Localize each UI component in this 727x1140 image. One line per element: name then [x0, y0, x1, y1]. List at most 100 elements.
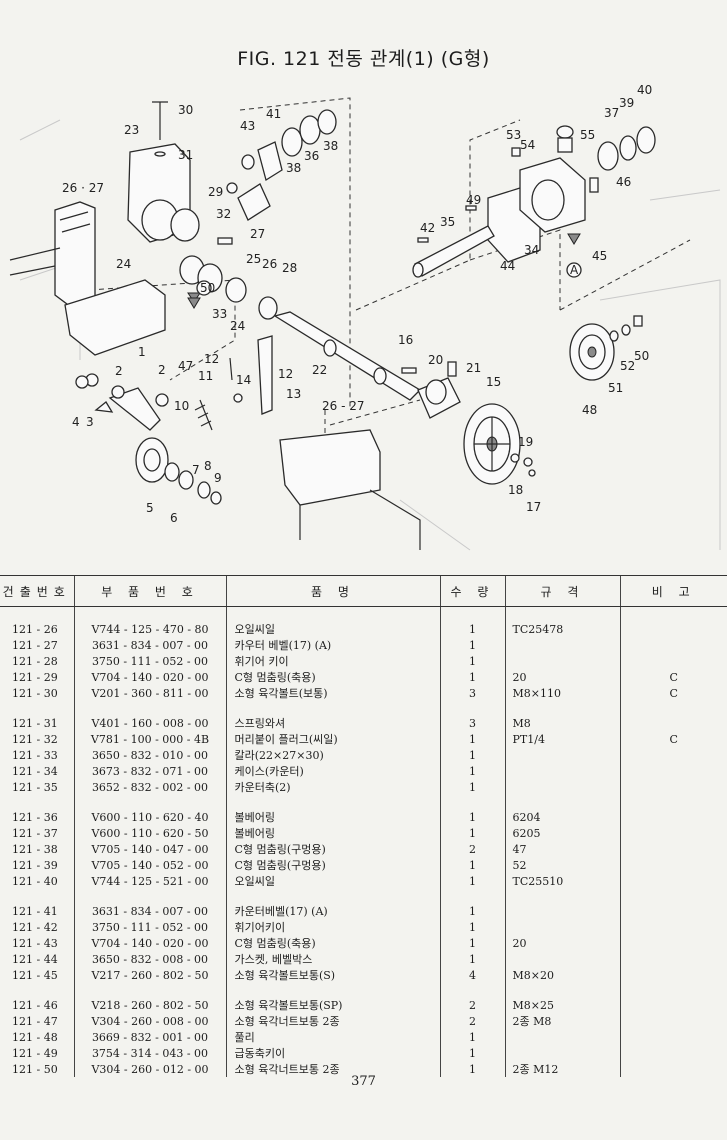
spec-cell: [504, 903, 620, 919]
callout-8: 8: [204, 459, 212, 473]
spec-cell: 2종 M8: [504, 1013, 620, 1029]
callout-47: 47: [178, 359, 193, 373]
left-bracket-26-27: [9, 201, 166, 356]
callout-35: 35: [440, 215, 455, 229]
spacer-cell: [73, 606, 226, 621]
spacer-cell: [0, 983, 74, 997]
spacer-cell: [439, 701, 505, 715]
part-name-cell: C형 멈춤링(구멍용): [225, 857, 440, 873]
spec-cell: M8: [504, 715, 620, 731]
callout-28: 28: [282, 261, 297, 275]
callout-38a: 38: [323, 139, 338, 153]
item-no-cell: 121 - 36: [12, 810, 58, 824]
quantity-cell: 1: [439, 919, 505, 935]
spacer-cell: [73, 795, 226, 809]
item-no-cell: 121 - 47: [12, 1014, 58, 1028]
callout-21: 21: [466, 361, 481, 375]
quantity-cell: 1: [439, 873, 505, 889]
group-spacer-row: [0, 983, 727, 997]
bevel-gears-41-43: [226, 109, 337, 221]
callout-55: 55: [580, 128, 595, 142]
lower-frame-26-27: [279, 429, 421, 550]
remarks-cell: C: [619, 685, 727, 701]
spacer-cell: [504, 889, 620, 903]
spacer-cell: [439, 983, 505, 997]
quantity-cell: 1: [439, 731, 505, 747]
part-name-cell: 소형 육각볼트(보통): [225, 685, 440, 701]
spec-cell: M8×25: [504, 997, 620, 1013]
callout-32: 32: [216, 207, 231, 221]
part-no-cell: V781 - 100 - 000 - 4B: [73, 731, 226, 747]
pulley-48: [569, 315, 643, 381]
callout-19: 19: [518, 435, 533, 449]
spacer-cell: [619, 701, 727, 715]
part-no-cell: V304 - 260 - 012 - 00: [73, 1061, 226, 1077]
header-item-no: 건출번호: [0, 575, 74, 607]
callout-13: 13: [286, 387, 301, 401]
part-name-cell: 카우터 베벨(17) (A): [225, 637, 440, 653]
part-name-cell: 휘기어 키이: [225, 653, 440, 669]
spacer-cell: [225, 606, 440, 621]
part-no-cell: 3750 - 111 - 052 - 00: [73, 653, 226, 669]
quantity-cell: 1: [439, 653, 505, 669]
item-no-cell: 121 - 27: [12, 638, 58, 652]
callout-10: 10: [174, 399, 189, 413]
part-no-cell: V304 - 260 - 008 - 00: [73, 1013, 226, 1029]
view-marker-a-left: 50: [187, 280, 215, 309]
part-name-cell: 풀리: [225, 1029, 440, 1045]
spacer-cell: [225, 701, 440, 715]
item-no-cell: 121 - 32: [12, 732, 58, 746]
group-spacer-row: [0, 889, 727, 903]
item-no-cell: 121 - 29: [12, 670, 58, 684]
counter-case-34: [487, 125, 599, 263]
quantity-cell: 1: [439, 809, 505, 825]
group-spacer-row: [0, 701, 727, 715]
part-no-cell: V744 - 125 - 470 - 80: [73, 621, 226, 637]
part-no-cell: V600 - 110 - 620 - 40: [73, 809, 226, 825]
callout-30: 30: [178, 103, 193, 117]
callout-34: 34: [524, 243, 539, 257]
part-name-cell: 볼베어링: [225, 825, 440, 841]
callout-39: 39: [619, 96, 634, 110]
callout-29: 29: [208, 185, 223, 199]
quantity-cell: 1: [439, 1029, 505, 1045]
spec-cell: 52: [504, 857, 620, 873]
part-no-cell: V705 - 140 - 052 - 00: [73, 857, 226, 873]
item-no-cell: 121 - 45: [12, 968, 58, 982]
remarks-cell: [619, 1061, 727, 1077]
spec-cell: TC25478: [504, 621, 620, 637]
part-no-cell: V744 - 125 - 521 - 00: [73, 873, 226, 889]
spacer-cell: [439, 795, 505, 809]
callout-27: 27: [250, 227, 265, 241]
remarks-cell: [619, 1045, 727, 1061]
callout-17: 17: [526, 500, 541, 514]
idler-pulley-5: [135, 437, 222, 505]
remarks-cell: [619, 903, 727, 919]
group-spacer-row: [0, 606, 727, 621]
callout-49: 49: [466, 193, 481, 207]
callout-20: 20: [428, 353, 443, 367]
callout-4: 4: [72, 415, 80, 429]
part-no-cell: V401 - 160 - 008 - 00: [73, 715, 226, 731]
remarks-cell: C: [619, 731, 727, 747]
spacer-cell: [0, 795, 74, 809]
part-name-cell: 볼베어링: [225, 809, 440, 825]
callout-6: 6: [170, 511, 178, 525]
remarks-cell: [619, 935, 727, 951]
part-name-cell: 칼라(22×27×30): [225, 747, 440, 763]
callout-52: 52: [620, 359, 635, 373]
view-marker-a-right: A: [566, 233, 582, 278]
pillow-block-20: [417, 361, 461, 419]
remarks-cell: [619, 967, 727, 983]
callout-12a: 12: [204, 352, 219, 366]
item-no-cell: 121 - 50: [12, 1062, 58, 1076]
item-no-cell: 121 - 35: [12, 780, 58, 794]
quantity-cell: 1: [439, 1045, 505, 1061]
